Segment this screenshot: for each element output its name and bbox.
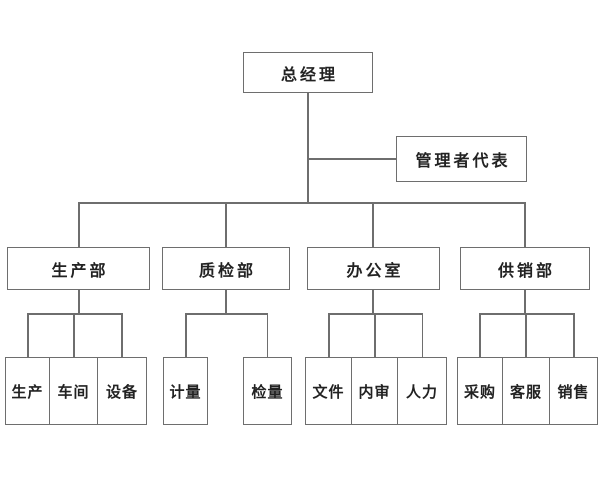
node-office: 办公室 bbox=[307, 247, 440, 290]
node-management-representative: 管理者代表 bbox=[396, 136, 527, 182]
connector-line bbox=[78, 202, 526, 204]
production-subgroup: 生产 车间 设备 bbox=[5, 357, 147, 425]
connector-line bbox=[266, 313, 268, 358]
node-quality-dept: 质检部 bbox=[162, 247, 290, 290]
connector-line bbox=[372, 289, 374, 314]
node-sales: 销售 bbox=[550, 357, 598, 425]
node-workshop: 车间 bbox=[50, 357, 98, 425]
connector-line bbox=[78, 289, 80, 314]
connector-line bbox=[479, 313, 574, 315]
node-metering: 计量 bbox=[163, 357, 208, 425]
node-internal-audit: 内审 bbox=[352, 357, 398, 425]
connector-line bbox=[307, 93, 309, 203]
node-purchasing: 采购 bbox=[457, 357, 503, 425]
connector-line bbox=[78, 202, 80, 247]
connector-line bbox=[27, 313, 123, 315]
connector-line bbox=[525, 313, 527, 358]
connector-line bbox=[225, 289, 227, 314]
connector-line bbox=[328, 313, 423, 315]
connector-line bbox=[328, 313, 330, 358]
connector-line bbox=[374, 313, 376, 358]
connector-line bbox=[225, 202, 227, 247]
connector-line bbox=[27, 313, 29, 358]
connector-line bbox=[121, 313, 123, 358]
connector-line bbox=[573, 313, 575, 358]
connector-line bbox=[524, 202, 526, 247]
node-customer-service: 客服 bbox=[503, 357, 550, 425]
node-supply-sales-dept: 供销部 bbox=[460, 247, 590, 290]
connector-line bbox=[421, 313, 423, 358]
node-production: 生产 bbox=[5, 357, 50, 425]
connector-line bbox=[524, 289, 526, 314]
connector-line bbox=[73, 313, 75, 358]
connector-line bbox=[185, 313, 268, 315]
supply-sales-subgroup: 采购 客服 销售 bbox=[457, 357, 598, 425]
connector-line bbox=[479, 313, 481, 358]
node-production-dept: 生产部 bbox=[7, 247, 150, 290]
node-equipment: 设备 bbox=[98, 357, 147, 425]
node-general-manager: 总经理 bbox=[243, 52, 373, 93]
office-subgroup: 文件 内审 人力 bbox=[305, 357, 447, 425]
connector-line bbox=[185, 313, 187, 358]
node-documents: 文件 bbox=[305, 357, 352, 425]
connector-line bbox=[308, 158, 396, 160]
node-inspection: 检量 bbox=[243, 357, 292, 425]
node-human-resources: 人力 bbox=[398, 357, 447, 425]
connector-line bbox=[372, 202, 374, 247]
